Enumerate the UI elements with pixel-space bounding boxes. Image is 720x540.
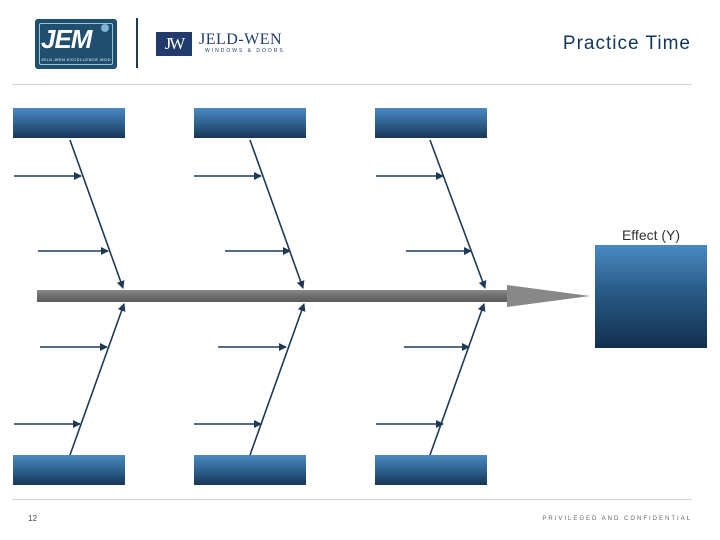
jw-logo-name: JELD-WEN [199,31,283,48]
category-box-top-1 [13,108,125,138]
spine-bar [37,290,512,302]
jem-logo: JEM JELD-WEN EXCELLENCE MODEL [35,19,117,69]
footer-rule [12,499,692,500]
category-box-bottom-2 [194,455,306,485]
effect-label: Effect (Y) [621,227,681,243]
top-rib-3 [429,139,487,289]
category-box-bottom-3 [375,455,487,485]
effect-box [595,245,707,348]
category-box-top-2 [194,108,306,138]
logo-swoosh-icon [101,24,109,32]
category-box-bottom-1 [13,455,125,485]
spine-arrowhead [507,285,590,307]
top-rib-1 [69,139,125,289]
bottom-rib-2 [249,303,306,456]
category-box-top-3 [375,108,487,138]
jem-logo-text: JEM [41,24,92,54]
page-number: 12 [28,514,37,523]
page-title: Practice Time [562,33,691,54]
header-rule [12,84,692,85]
header-divider [136,18,138,68]
bottom-rib-3 [429,303,486,456]
jw-logo-mark: JW [156,32,192,56]
jem-logo-tagline: JELD-WEN EXCELLENCE MODEL [41,57,111,62]
top-rib-2 [249,139,305,289]
bottom-rib-1 [69,303,126,456]
confidentiality-notice: PRIVILEGED AND CONFIDENTIAL [542,516,692,522]
jw-logo-subtitle: WINDOWS & DOORS [205,48,285,54]
